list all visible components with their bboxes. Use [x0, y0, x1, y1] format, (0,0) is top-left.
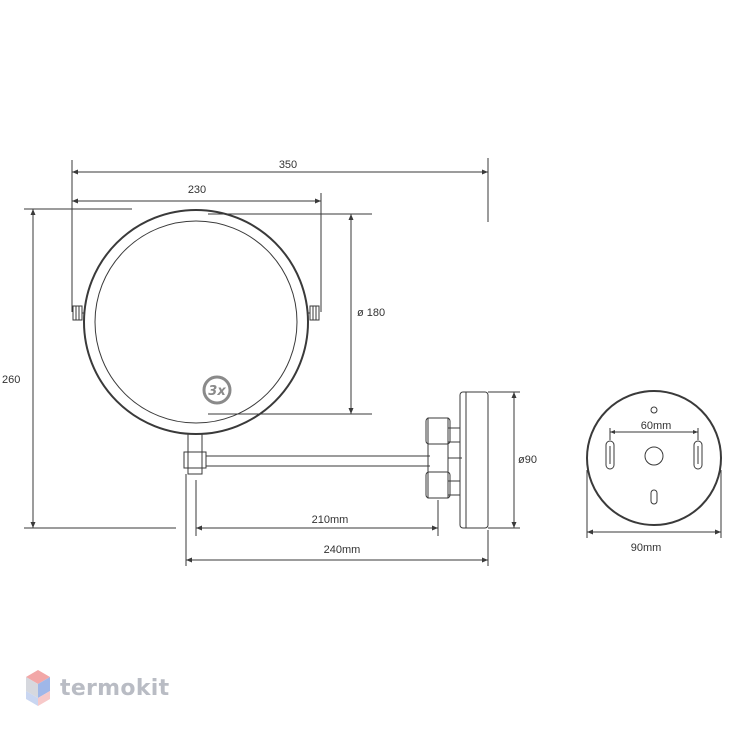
dimension-260: 260 [2, 208, 176, 529]
dimension-90-front: 90mm [586, 470, 722, 554]
dimension-230: 230 [72, 184, 322, 312]
dimension-350: 350 [71, 158, 489, 312]
label-60: 60mm [641, 420, 672, 432]
arm-assembly [183, 391, 489, 529]
mirror [72, 209, 320, 435]
dimension-180: ø 180 [208, 213, 385, 415]
hexagon-icon [26, 670, 50, 706]
label-90-side: ø90 [518, 454, 537, 466]
dimension-240: 240mm [185, 474, 489, 566]
label-240: 240mm [324, 544, 361, 556]
brand-name: termokit [60, 675, 170, 701]
wall-plate-front-view: 60mm [586, 390, 722, 526]
magnification-label: 3x [208, 384, 226, 399]
dimension-210: 210mm [195, 480, 439, 536]
brand-logo: termokit [24, 668, 169, 708]
magnification-badge: 3x [202, 375, 232, 405]
dimension-90-side: ø90 [488, 391, 537, 529]
label-350: 350 [279, 159, 297, 171]
label-210: 210mm [312, 514, 349, 526]
label-260: 260 [2, 374, 20, 386]
label-180: ø 180 [357, 307, 385, 319]
label-90-front: 90mm [631, 542, 662, 554]
label-230: 230 [188, 184, 206, 196]
